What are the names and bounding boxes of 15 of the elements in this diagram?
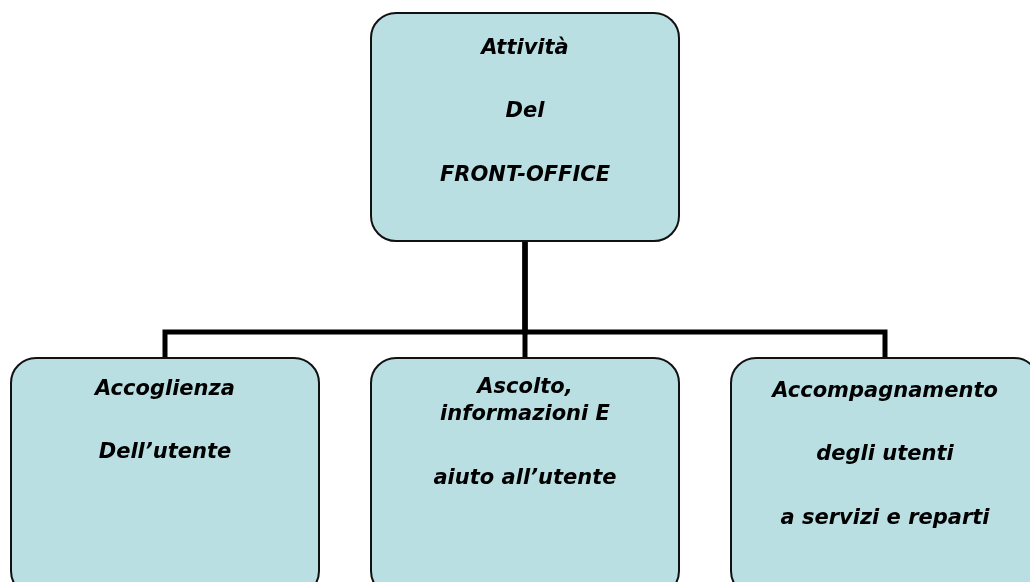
rounded-box: [730, 357, 1030, 582]
box-text: Del: [505, 97, 545, 125]
box-text: Ascolto, informazioni E: [439, 373, 611, 428]
box-text: Accoglienza: [95, 375, 235, 402]
connector-line: [522, 242, 888, 357]
box-text: aiuto all’utente: [433, 463, 617, 491]
box-text: Accompagnamento: [772, 377, 998, 404]
box-text: a servizi e reparti: [780, 503, 990, 531]
rounded-box: [10, 357, 320, 582]
box-text: FRONT-OFFICE: [440, 160, 610, 188]
rounded-box: [370, 357, 680, 582]
box-text: Attività: [481, 34, 569, 61]
rounded-box: [370, 12, 680, 242]
box-text: degli utenti: [816, 440, 954, 468]
box-text: Dell’utente: [98, 438, 232, 466]
